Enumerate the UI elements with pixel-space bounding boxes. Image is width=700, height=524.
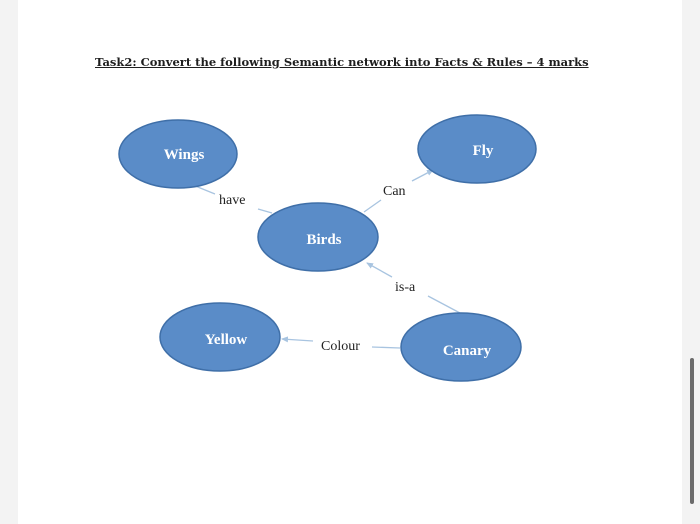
node-wings: Wings — [118, 119, 238, 189]
edge-is-a-line-2 — [427, 295, 461, 314]
edge-label-is-a: is-a — [395, 280, 416, 295]
edge-label-can: Can — [383, 184, 406, 199]
node-label-birds: Birds — [306, 232, 341, 248]
node-label-fly: Fly — [473, 143, 494, 159]
edge-label-have: have — [219, 193, 245, 208]
node-label-yellow: Yellow — [205, 332, 248, 348]
edge-label-colour: Colour — [321, 339, 360, 354]
edge-can-line-2 — [411, 169, 434, 182]
node-birds: Birds — [257, 202, 379, 272]
node-yellow: Yellow — [159, 302, 281, 372]
vertical-scrollbar[interactable] — [690, 358, 694, 504]
node-label-wings: Wings — [164, 147, 205, 163]
node-label-canary: Canary — [443, 343, 492, 359]
node-fly: Fly — [417, 114, 537, 184]
edge-colour-line-2 — [371, 346, 401, 349]
edge-can-line-1 — [363, 199, 382, 213]
task-title: Task2: Convert the following Semantic ne… — [95, 55, 589, 69]
edge-is-a-line-1 — [366, 262, 393, 278]
edge-colour-line-1 — [281, 336, 314, 343]
edge-have-line-2 — [257, 208, 273, 214]
node-canary: Canary — [400, 312, 522, 382]
